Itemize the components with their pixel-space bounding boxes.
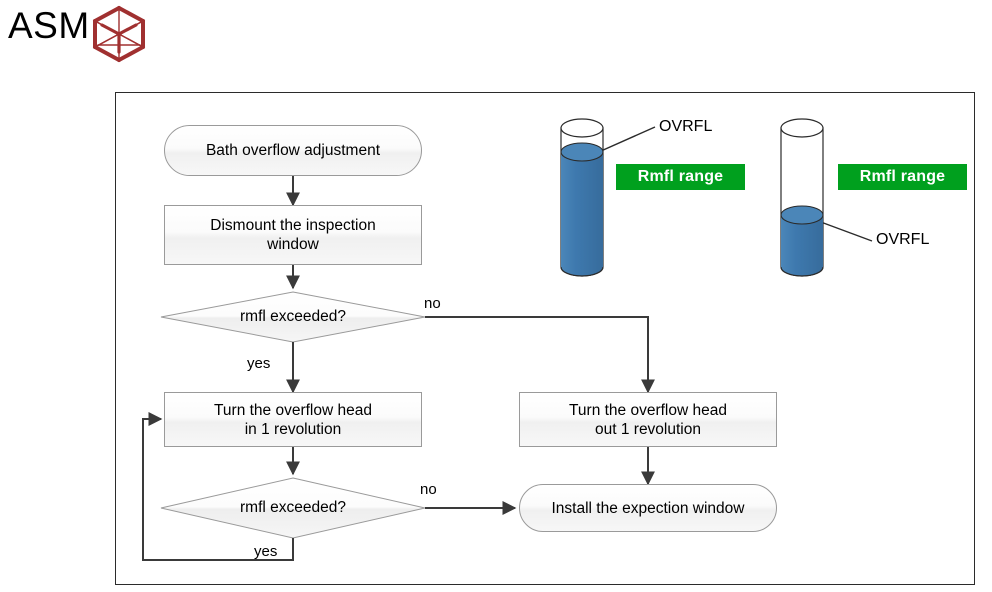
edge-label-decision1-no: no xyxy=(424,295,441,312)
cylinder-left-callout: OVRFL xyxy=(659,118,713,135)
hexagon-wireframe-icon xyxy=(88,5,150,63)
node-turn-in-line1: Turn the overflow head xyxy=(214,401,372,419)
cylinder-left-badge: Rmfl range xyxy=(616,164,745,190)
node-decision1[interactable]: rmfl exceeded? xyxy=(161,292,425,342)
node-turn-in-label: Turn the overflow head in 1 revolution xyxy=(206,401,380,439)
node-install-label: Install the expection window xyxy=(551,499,745,517)
node-turn-in-line2: in 1 revolution xyxy=(244,420,342,438)
node-dismount-line2: window xyxy=(267,236,319,253)
node-turn-out-label: Turn the overflow head out 1 revolution xyxy=(561,401,735,439)
node-decision2-label: rmfl exceeded? xyxy=(240,499,346,516)
node-turn-out[interactable]: Turn the overflow head out 1 revolution xyxy=(519,392,777,447)
cylinder-left-badge-label: Rmfl range xyxy=(637,168,724,185)
node-dismount[interactable]: Dismount the inspection window xyxy=(164,205,422,265)
node-dismount-label: Dismount the inspection window xyxy=(202,216,383,254)
cylinder-right-callout: OVRFL xyxy=(876,231,930,248)
node-decision1-label: rmfl exceeded? xyxy=(240,308,346,325)
node-turn-in[interactable]: Turn the overflow head in 1 revolution xyxy=(164,392,422,447)
cylinder-right-badge: Rmfl range xyxy=(838,164,967,190)
node-install[interactable]: Install the expection window xyxy=(519,484,777,532)
edge-label-decision1-yes: yes xyxy=(247,355,271,372)
node-start-label: Bath overflow adjustment xyxy=(205,142,381,159)
node-decision2[interactable]: rmfl exceeded? xyxy=(161,483,425,533)
edge-label-decision2-yes: yes xyxy=(254,543,278,560)
brand-header: ASM xyxy=(0,0,200,70)
brand-name: ASM xyxy=(8,5,90,46)
node-turn-out-line2: out 1 revolution xyxy=(595,420,701,438)
node-dismount-line1: Dismount the inspection xyxy=(210,217,376,234)
edge-label-decision2-no: no xyxy=(420,481,437,498)
node-start[interactable]: Bath overflow adjustment xyxy=(164,125,422,176)
node-turn-out-line1: Turn the overflow head xyxy=(569,401,727,419)
cylinder-right-badge-label: Rmfl range xyxy=(859,168,946,185)
